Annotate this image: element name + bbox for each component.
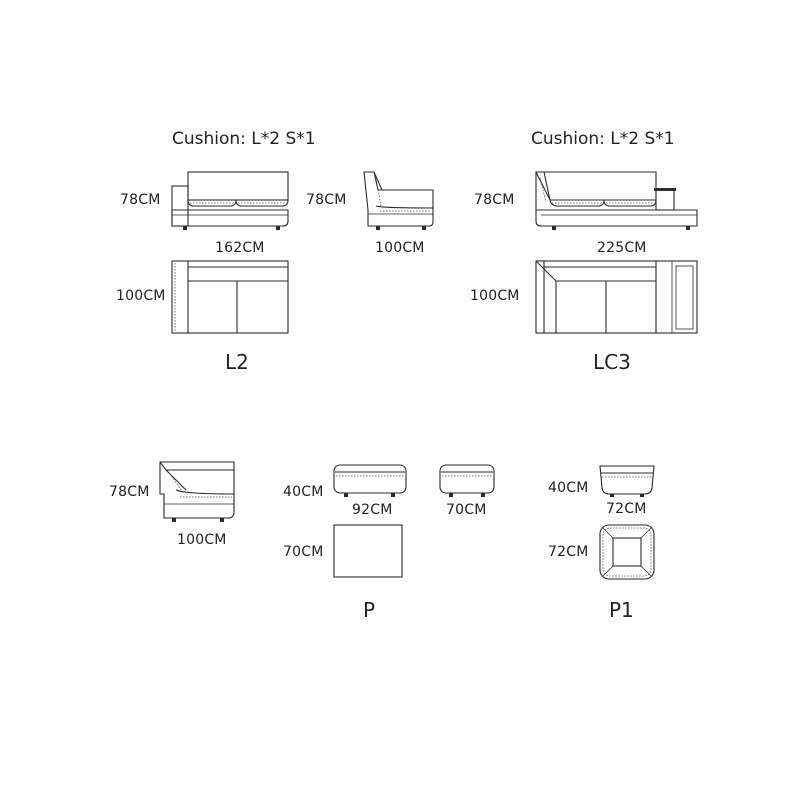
p-model-name: P bbox=[363, 598, 375, 622]
module-p1: 40CM 72CM 72CM P1 bbox=[548, 465, 655, 622]
lc3-model-name: LC3 bbox=[593, 350, 631, 374]
p-depth-label: 70CM bbox=[283, 544, 323, 560]
p-small-front bbox=[439, 464, 495, 497]
p-large-front bbox=[333, 464, 407, 497]
p-large-width-label: 92CM bbox=[352, 502, 392, 518]
module-p: 40CM 92CM 70CM 70CM P bbox=[283, 464, 495, 622]
side-view bbox=[363, 171, 434, 230]
side-foot-right bbox=[422, 226, 426, 230]
module-lc3: Cushion: L*2 S*1 78CM 225CM bbox=[470, 129, 698, 374]
p1-top-diag-bl bbox=[602, 565, 614, 577]
l2-front-base bbox=[171, 209, 289, 227]
l2-depth-label: 100CM bbox=[116, 288, 166, 304]
p-large-foot-left bbox=[344, 493, 348, 497]
p1-foot-right bbox=[640, 494, 644, 497]
p-small-width-label: 70CM bbox=[446, 502, 486, 518]
l2-seat-cushion-right bbox=[235, 199, 289, 207]
side-height-label: 78CM bbox=[306, 192, 346, 208]
lc3-top-outline bbox=[535, 260, 698, 334]
p1-top-diag-tr bbox=[640, 527, 652, 539]
l2-front-back bbox=[187, 171, 289, 201]
lc3-top-corner-diag bbox=[535, 260, 557, 282]
corner-outline bbox=[159, 461, 235, 519]
lc3-back-stitch bbox=[539, 177, 547, 203]
lc3-cushion-label: Cushion: L*2 S*1 bbox=[531, 129, 675, 149]
p-top-view bbox=[333, 524, 403, 578]
lc3-back-fold bbox=[536, 171, 551, 201]
p1-top-view bbox=[599, 524, 655, 580]
lc3-height-label: 78CM bbox=[474, 192, 514, 208]
p-small-foot-left bbox=[449, 493, 453, 497]
p-height-label: 40CM bbox=[283, 484, 323, 500]
l2-top-view bbox=[171, 260, 289, 334]
l2-cushion-label: Cushion: L*2 S*1 bbox=[172, 129, 316, 149]
corner-back-edge bbox=[159, 461, 234, 471]
p1-foot-left bbox=[610, 494, 614, 497]
lc3-foot-left bbox=[552, 226, 556, 230]
l2-foot-right bbox=[276, 226, 280, 230]
corner-view bbox=[159, 461, 235, 522]
lc3-front-back bbox=[535, 171, 657, 201]
corner-foot-left bbox=[172, 518, 176, 522]
l2-front-arm bbox=[171, 185, 189, 227]
p1-top-inner bbox=[612, 537, 642, 567]
l2-foot-left bbox=[183, 226, 187, 230]
lc3-front-base bbox=[535, 172, 698, 227]
p1-depth-label: 72CM bbox=[548, 544, 588, 560]
corner-diag-stitch bbox=[169, 473, 185, 495]
p-small-body bbox=[439, 464, 495, 494]
p1-width-label: 72CM bbox=[606, 501, 646, 517]
lc3-foot-right bbox=[686, 226, 690, 230]
corner-width-label: 100CM bbox=[177, 532, 227, 548]
corner-seat-top bbox=[175, 489, 235, 495]
corner-diag bbox=[165, 469, 187, 491]
l2-top-outline bbox=[171, 260, 289, 334]
l2-model-name: L2 bbox=[225, 350, 249, 374]
p1-top-diag-tl bbox=[602, 527, 614, 539]
lc3-side-table-top bbox=[654, 188, 676, 191]
side-width-label: 100CM bbox=[375, 240, 425, 256]
lc3-top-table-inner bbox=[675, 265, 694, 330]
p1-top-outer bbox=[599, 524, 655, 580]
lc3-side-table bbox=[655, 189, 675, 211]
p-small-foot-right bbox=[481, 493, 485, 497]
l2-width-label: 162CM bbox=[215, 240, 265, 256]
side-profile bbox=[363, 171, 434, 227]
p-large-body bbox=[333, 464, 407, 494]
l2-height-label: 78CM bbox=[120, 192, 160, 208]
p1-top-diag-br bbox=[640, 565, 652, 577]
lc3-seat-cushion-right bbox=[603, 199, 657, 207]
p1-height-label: 40CM bbox=[548, 480, 588, 496]
side-seat-top bbox=[375, 205, 434, 209]
l2-front-view bbox=[171, 171, 289, 230]
p1-front bbox=[599, 465, 655, 497]
side-foot-left bbox=[376, 226, 380, 230]
p1-model-name: P1 bbox=[609, 598, 634, 622]
lc3-width-label: 225CM bbox=[597, 240, 647, 256]
corner-height-label: 78CM bbox=[109, 484, 149, 500]
p-large-foot-right bbox=[391, 493, 395, 497]
p1-body bbox=[599, 465, 655, 495]
module-l2: Cushion: L*2 S*1 78CM 162CM 100CM L2 bbox=[116, 129, 316, 374]
module-corner: 78CM 100CM bbox=[109, 461, 235, 548]
lc3-depth-label: 100CM bbox=[470, 288, 520, 304]
lc3-front-view bbox=[535, 171, 698, 230]
lc3-top-view bbox=[535, 260, 698, 334]
module-side: 78CM 100CM bbox=[306, 171, 434, 256]
corner-foot-right bbox=[220, 518, 224, 522]
